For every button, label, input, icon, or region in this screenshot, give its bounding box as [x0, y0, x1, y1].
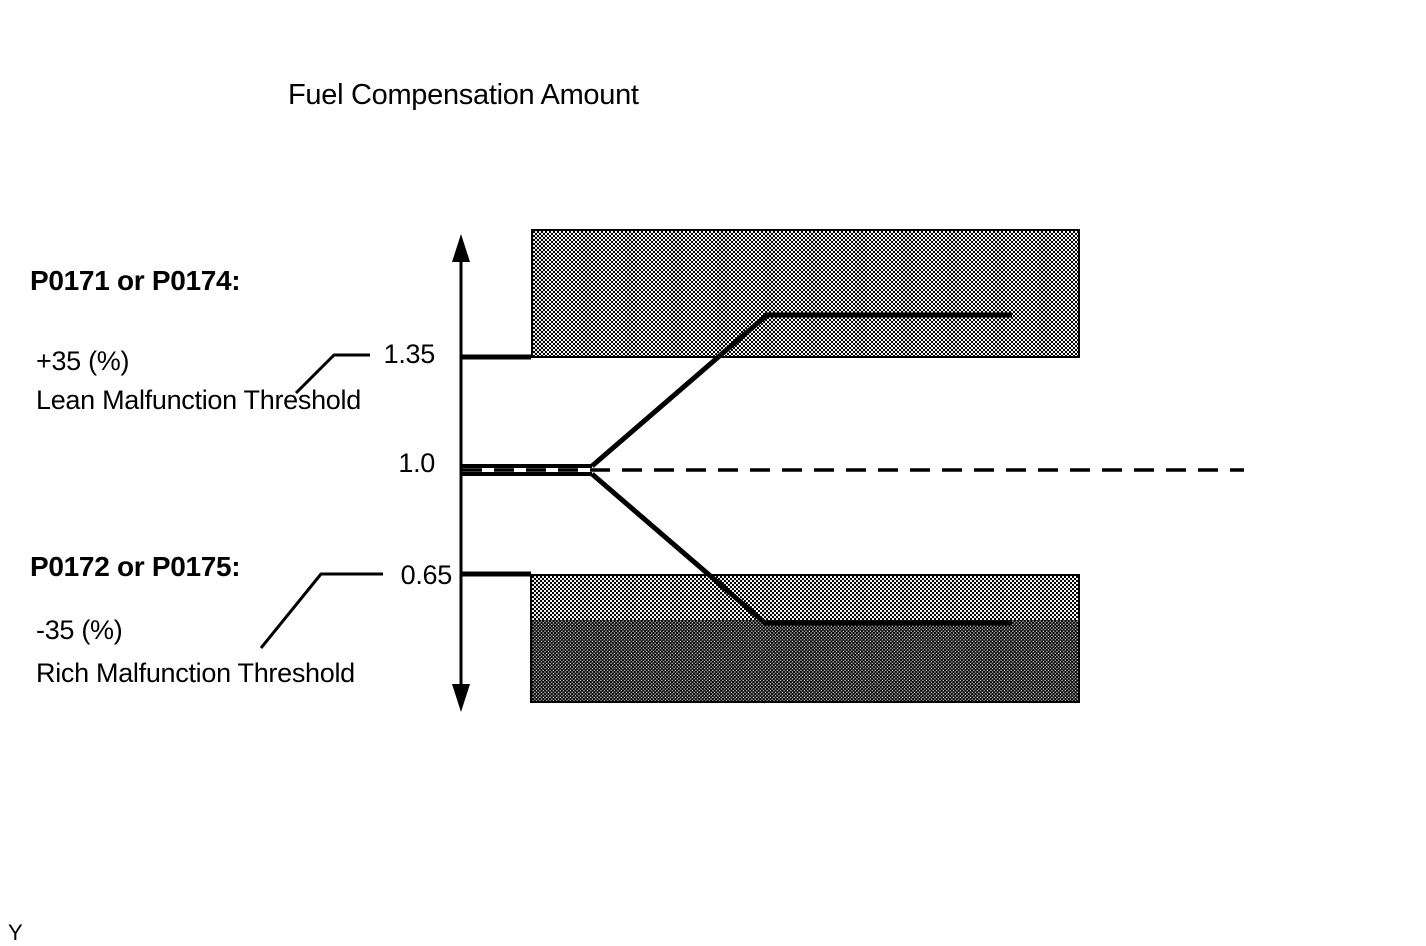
tick-label-nominal: 1.0	[398, 448, 435, 478]
corner-label-y: Y	[8, 920, 23, 945]
rich-trend-line	[590, 472, 1012, 626]
tick-label-rich-threshold: 0.65	[400, 560, 453, 590]
rich-dtc-code-label: P0172 or P0175:	[30, 551, 241, 582]
lean-threshold-label: Lean Malfunction Threshold	[36, 385, 361, 415]
rich-threshold-label: Rich Malfunction Threshold	[36, 658, 355, 688]
rich-malfunction-region-dense-band	[532, 620, 1078, 701]
tick-label-lean-threshold: 1.35	[383, 339, 436, 369]
rich-callout-line	[259, 572, 383, 649]
rich-amount-label: -35 (%)	[36, 615, 123, 645]
lean-malfunction-region	[531, 229, 1080, 358]
rich-malfunction-region	[530, 574, 1080, 703]
axis-arrowhead-up-icon	[452, 234, 470, 262]
lean-dtc-code-label: P0171 or P0174:	[30, 265, 241, 296]
lean-callout-line	[294, 353, 370, 395]
axis-arrowhead-down-icon	[452, 684, 470, 712]
lean-amount-label: +35 (%)	[36, 346, 130, 376]
lean-trend-line	[590, 312, 1012, 468]
diagram-title: Fuel Compensation Amount	[288, 79, 639, 111]
